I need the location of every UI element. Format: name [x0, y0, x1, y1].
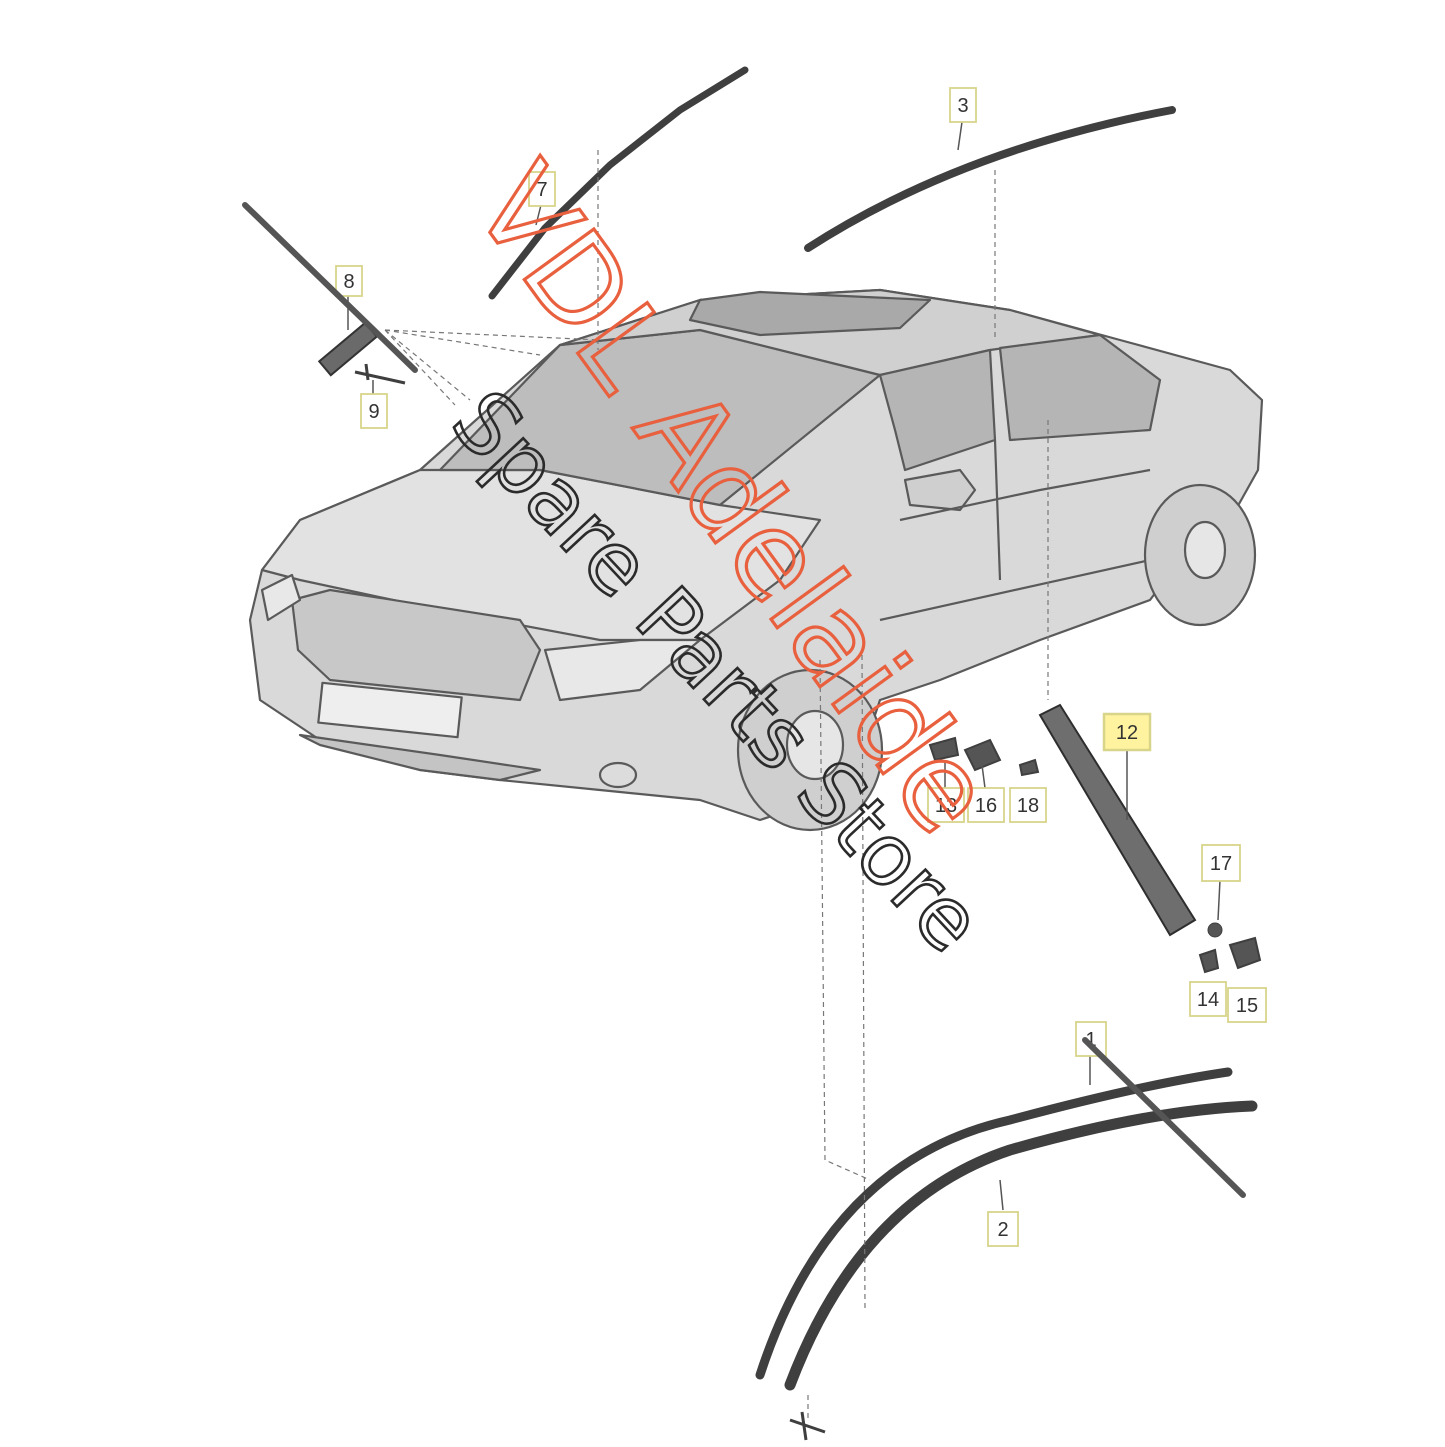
part-16-clip — [963, 738, 1002, 772]
tick-7 — [535, 204, 542, 226]
callout-box-1 — [1075, 1021, 1107, 1057]
callout-label-17: 17 — [1210, 853, 1232, 875]
number-plate — [317, 681, 463, 739]
callout-box-2 — [987, 1211, 1019, 1247]
leader-lines — [384, 150, 1049, 1420]
front-hubcap — [785, 709, 845, 781]
callout-box-7 — [528, 171, 556, 207]
callout-box-9 — [360, 393, 388, 429]
strike-top-left — [242, 202, 418, 373]
door-line — [879, 439, 1151, 622]
callout-label-13: 13 — [935, 795, 957, 817]
callout-ticks — [347, 121, 1221, 1211]
tick-2 — [999, 1179, 1004, 1211]
part-3-trim — [804, 106, 1176, 252]
callout-13: 13 — [927, 787, 965, 823]
car-illustration — [248, 288, 1264, 832]
callout-box-15 — [1227, 987, 1267, 1023]
lower-intake — [298, 733, 542, 782]
callout-box-13 — [927, 787, 965, 823]
callout-box-8 — [335, 265, 363, 297]
grille — [290, 588, 542, 702]
leader-2 — [861, 654, 866, 1311]
part-14-clip — [1198, 948, 1220, 974]
callout-15: 15 — [1227, 987, 1267, 1023]
callout-label-16: 16 — [975, 795, 997, 817]
callout-17: 17 — [1201, 844, 1241, 882]
callout-9: 9 — [360, 393, 388, 429]
parts — [317, 66, 1262, 1441]
sunroof — [688, 290, 932, 337]
callout-3: 3 — [949, 87, 977, 123]
part-8-clip — [317, 321, 379, 377]
part-17-clip — [1207, 922, 1223, 938]
left-headlight — [260, 573, 302, 622]
callout-12: 12 — [1102, 712, 1152, 752]
part-1-trim — [755, 1067, 1233, 1380]
front-side-window — [878, 348, 997, 472]
tick-3 — [957, 121, 963, 151]
callout-box-3 — [949, 87, 977, 123]
bottom-screw — [789, 1411, 826, 1441]
tick-17 — [1217, 879, 1221, 921]
strike-bottom-right — [1082, 1037, 1246, 1198]
callout-box-16 — [967, 787, 1005, 823]
tick-16 — [981, 764, 986, 789]
callout-1: 1 — [1075, 1021, 1107, 1057]
callout-14: 14 — [1189, 981, 1227, 1017]
part-7-trim — [488, 66, 749, 300]
callout-label-8: 8 — [343, 271, 354, 293]
callout-16: 16 — [967, 787, 1005, 823]
part-13-clip — [928, 736, 960, 762]
callout-box-12 — [1102, 712, 1152, 752]
part-12-trim — [1038, 703, 1197, 937]
callout-box-18 — [1009, 787, 1047, 823]
leader-1 — [819, 659, 871, 1181]
callout-label-14: 14 — [1197, 989, 1219, 1011]
rear-hubcap — [1183, 520, 1227, 580]
callout-label-9: 9 — [368, 401, 379, 423]
callout-box-14 — [1189, 981, 1227, 1017]
watermark-strikes — [242, 202, 1246, 1198]
callout-label-7: 7 — [536, 179, 547, 201]
callout-label-1: 1 — [1085, 1029, 1096, 1051]
callout-box-17 — [1201, 844, 1241, 882]
part-15-clip — [1228, 936, 1262, 970]
callout-label-12: 12 — [1116, 722, 1138, 744]
callout-7: 7 — [528, 171, 556, 207]
callout-8: 8 — [335, 265, 363, 297]
callout-label-15: 15 — [1236, 995, 1258, 1017]
fog-light — [598, 761, 638, 789]
side-mirror — [903, 468, 977, 512]
leader-8-fan — [384, 329, 601, 406]
part-9-screw — [354, 363, 406, 385]
right-headlight — [543, 638, 702, 702]
rear-side-window — [998, 333, 1162, 442]
part-2-trim — [784, 1100, 1258, 1391]
callout-label-3: 3 — [957, 95, 968, 117]
callout-label-18: 18 — [1017, 795, 1039, 817]
callout-2: 2 — [987, 1211, 1019, 1247]
part-18-clip — [1018, 758, 1040, 777]
callout-label-2: 2 — [997, 1219, 1008, 1241]
callout-18: 18 — [1009, 787, 1047, 823]
